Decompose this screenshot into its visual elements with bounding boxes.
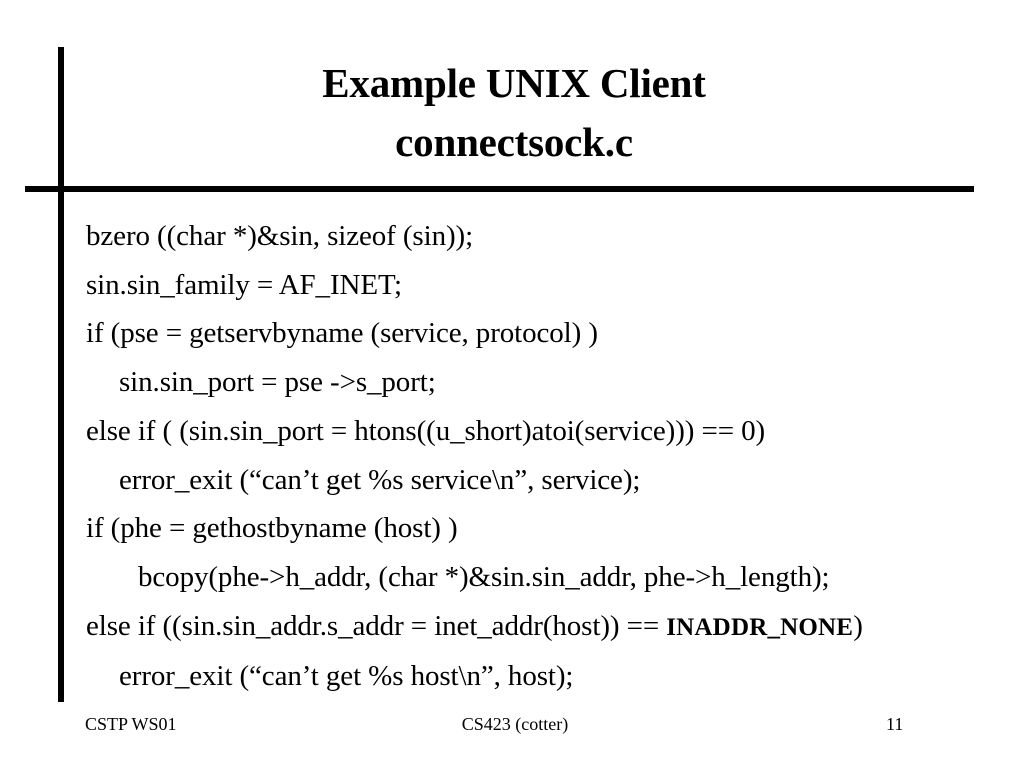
- code-line: sin.sin_port = pse ->s_port;: [119, 366, 436, 399]
- code-line: bcopy(phe->h_addr, (char *)&sin.sin_addr…: [138, 560, 830, 593]
- slide-title-line-2: connectsock.c: [395, 119, 633, 165]
- slide-body-code-block: bzero ((char *)&sin, sizeof (sin)); sin.…: [86, 212, 1016, 701]
- footer-left-label: CSTP WS01: [85, 714, 177, 734]
- code-line: else if ( (sin.sin_port = htons((u_short…: [86, 414, 766, 447]
- horizontal-rule-decoration: [25, 186, 974, 192]
- code-line: bzero ((char *)&sin, sizeof (sin));: [86, 220, 474, 252]
- slide-title-line-1: Example UNIX Client: [322, 60, 706, 106]
- footer-center-label: CS423 (cotter): [461, 714, 569, 734]
- vertical-rule-decoration: [58, 47, 64, 702]
- footer-page-number: 11: [886, 714, 904, 734]
- code-line: if (phe = gethostbyname (host) ): [86, 512, 458, 545]
- slide-title: Example UNIX Client connectsock.c: [64, 54, 964, 172]
- code-line-text: else if ((sin.sin_addr.s_addr = inet_add…: [86, 609, 667, 642]
- slide-footer: CSTP WS01 CS423 (cotter) 11: [0, 712, 1024, 742]
- code-keyword-inaddr-none: INADDR_NONE: [666, 613, 854, 641]
- code-line: error_exit (“can’t get %s service\n”, se…: [119, 463, 641, 496]
- code-line: else if ((sin.sin_addr.s_addr = inet_add…: [86, 602, 1016, 653]
- code-line: sin.sin_family = AF_INET;: [86, 268, 402, 301]
- code-line: error_exit (“can’t get %s host\n”, host)…: [119, 660, 574, 693]
- code-line: if (pse = getservbyname (service, protoc…: [86, 317, 598, 350]
- code-line-text-after: ): [853, 609, 863, 642]
